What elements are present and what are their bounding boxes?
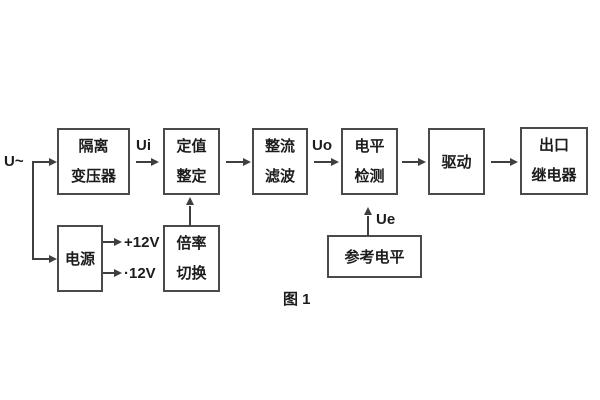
arrow-setting-to-rectifier xyxy=(226,161,244,163)
plus12v-label: +12V xyxy=(124,234,160,251)
figure-caption: 图 1 xyxy=(283,291,311,308)
minus12v-label: ·12V xyxy=(124,265,156,282)
arrowhead-up-icon xyxy=(364,207,372,215)
arrow-detector-to-drive xyxy=(402,161,419,163)
block-isolation-transformer: 隔离 变压器 xyxy=(57,128,130,195)
block-reference-level: 参考电平 xyxy=(327,235,422,278)
block-label: 出口 xyxy=(538,137,569,154)
block-label: 定值 xyxy=(176,137,207,155)
input-voltage-label: U~ xyxy=(4,153,24,170)
block-label: 参考电平 xyxy=(344,249,405,266)
block-label: 驱动 xyxy=(441,154,472,171)
arrowhead-right-icon xyxy=(114,269,122,277)
arrowhead-right-icon xyxy=(49,158,57,166)
input-branch-line xyxy=(32,161,34,260)
block-rectifier-filter: 整流 滤波 xyxy=(252,128,308,195)
block-label: 滤波 xyxy=(264,167,295,185)
block-label: 隔离 xyxy=(78,137,109,155)
arrow-rectifier-to-detector xyxy=(314,161,332,163)
arrow-ratio-to-setting xyxy=(189,206,191,226)
block-label: 检测 xyxy=(354,167,385,185)
block-label: 继电器 xyxy=(531,167,577,184)
arrowhead-right-icon xyxy=(151,158,159,166)
block-label: 整定 xyxy=(176,167,207,185)
block-drive: 驱动 xyxy=(428,128,485,195)
arrow-input-to-transformer xyxy=(33,161,50,163)
arrowhead-right-icon xyxy=(49,255,57,263)
arrow-input-to-power xyxy=(33,258,50,260)
arrow-drive-to-relay xyxy=(491,161,511,163)
block-output-relay: 出口 继电器 xyxy=(520,127,588,195)
arrow-reference-to-detector xyxy=(367,216,369,236)
block-label: 变压器 xyxy=(70,167,116,185)
block-ratio-switch: 倍率 切换 xyxy=(163,225,220,292)
arrowhead-up-icon xyxy=(186,197,194,205)
arrowhead-right-icon xyxy=(510,158,518,166)
arrowhead-right-icon xyxy=(418,158,426,166)
arrow-transformer-to-setting xyxy=(136,161,152,163)
block-label: 电平 xyxy=(354,137,385,155)
block-power-supply: 电源 xyxy=(57,225,103,292)
arrowhead-right-icon xyxy=(331,158,339,166)
block-label: 倍率 xyxy=(176,234,207,252)
block-label: 切换 xyxy=(176,264,207,282)
arrow-rail-positive xyxy=(103,241,115,243)
block-label: 整流 xyxy=(264,137,295,155)
ui-signal-label: Ui xyxy=(136,137,151,154)
block-setting-adjust: 定值 整定 xyxy=(163,128,220,195)
ue-signal-label: Ue xyxy=(376,211,396,228)
arrowhead-right-icon xyxy=(243,158,251,166)
block-label: 电源 xyxy=(64,251,95,268)
block-level-detector: 电平 检测 xyxy=(341,128,398,195)
uo-signal-label: Uo xyxy=(312,137,332,154)
arrowhead-right-icon xyxy=(114,238,122,246)
arrow-rail-negative xyxy=(103,272,115,274)
